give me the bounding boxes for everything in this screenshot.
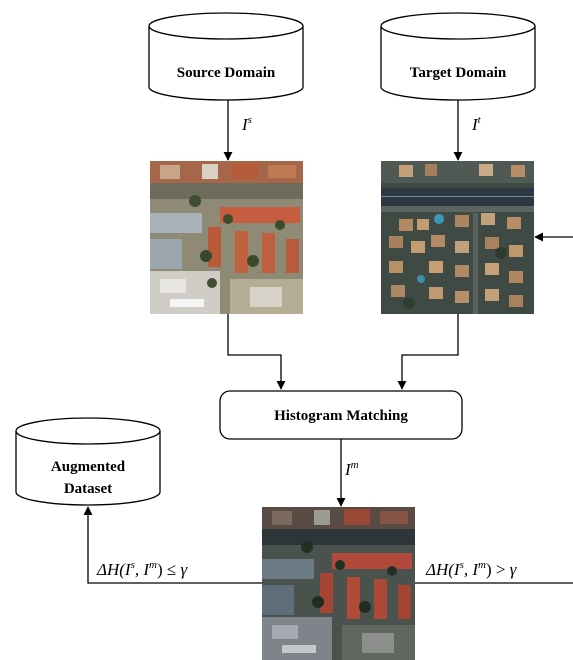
augmented-dataset-label-line1: Augmented (51, 459, 126, 475)
condition-gt-label: ΔH(Is, Im) > γ (425, 559, 518, 579)
matched-image-symbol: Im (344, 459, 359, 479)
source-to-matching-arrow (227, 314, 286, 390)
target-domain-label: Target Domain (410, 65, 507, 81)
accept-path-arrow (83, 506, 262, 584)
target-image-symbol: It (471, 114, 482, 134)
aerial-image-source (150, 161, 303, 314)
augmented-dataset-database: Augmented Dataset (15, 417, 161, 506)
histogram-matching-box: Histogram Matching (219, 390, 463, 440)
augmented-dataset-label-line2: Dataset (64, 481, 112, 497)
source-domain-database: Source Domain (148, 12, 304, 101)
target-domain-database: Target Domain (380, 12, 536, 101)
source-image-symbol: Is (241, 114, 252, 134)
aerial-image-matched (262, 507, 415, 660)
condition-leq-label: ΔH(Is, Im) ≤ γ (96, 559, 189, 579)
aerial-image-target (381, 161, 534, 314)
histogram-matching-label: Histogram Matching (274, 408, 408, 424)
source-domain-label: Source Domain (177, 65, 276, 81)
target-to-matching-arrow (397, 314, 459, 390)
